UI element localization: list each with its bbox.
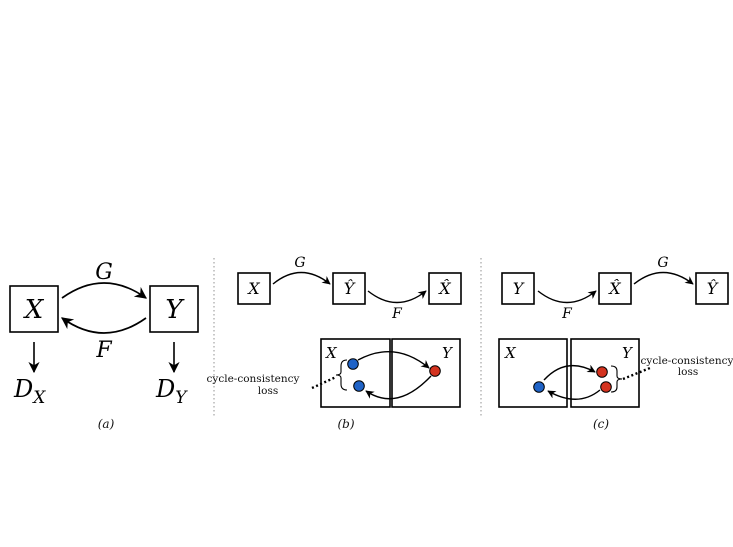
caption-a: (a) bbox=[98, 417, 115, 431]
y-domain-label-c: Y bbox=[622, 344, 634, 362]
blue-point-x bbox=[347, 358, 359, 370]
blue-point-xhat bbox=[353, 380, 365, 392]
caption-b: (b) bbox=[337, 417, 354, 431]
f-arrow-c bbox=[537, 290, 597, 304]
x-domain-label-b: X bbox=[325, 344, 338, 362]
loss-label-line1-b: cycle-consistency bbox=[207, 373, 300, 385]
f-arrow-b bbox=[367, 290, 427, 304]
red-point-yhat bbox=[429, 365, 441, 377]
g-label-c: G bbox=[657, 255, 668, 271]
dy-label: DY bbox=[155, 375, 188, 408]
backward-arrow-c bbox=[547, 389, 601, 400]
x-label-b: X bbox=[246, 279, 260, 298]
xhat-box-b bbox=[428, 272, 462, 305]
loss-pointer-c bbox=[622, 366, 651, 381]
x-domain-label-c: X bbox=[504, 344, 517, 362]
x-box bbox=[9, 285, 59, 333]
loss-label-line2-b: loss bbox=[258, 385, 278, 397]
loss-label-line1-c: cycle-consistency bbox=[641, 355, 733, 367]
f-arrow bbox=[61, 317, 147, 334]
yhat-box-c bbox=[695, 272, 729, 305]
y-box bbox=[149, 285, 199, 333]
xhat-label-c: X̂ bbox=[607, 279, 621, 298]
g-label-b: G bbox=[294, 255, 305, 271]
g-arrow-b bbox=[272, 271, 331, 285]
yhat-box-b bbox=[332, 272, 366, 305]
backward-arrow-b bbox=[365, 375, 432, 400]
y-domain-label-b: Y bbox=[442, 344, 454, 362]
xhat-label-b: X̂ bbox=[437, 279, 451, 298]
x-label: X bbox=[23, 295, 45, 325]
f-label: F bbox=[95, 338, 112, 363]
g-arrow bbox=[61, 282, 147, 299]
dx-label: DX bbox=[13, 375, 46, 408]
g-arrow-c bbox=[633, 271, 694, 285]
red-point-y bbox=[596, 366, 608, 378]
yhat-label-b: Ŷ bbox=[344, 278, 356, 298]
panel-a: X Y G F DX DY (a) bbox=[9, 260, 199, 431]
panel-c: Y X̂ Ŷ F G X Y cycle-consistency loss (c… bbox=[498, 255, 733, 431]
loss-label-line2-c: loss bbox=[678, 366, 698, 378]
y-label-c: Y bbox=[513, 279, 525, 298]
brace-b bbox=[335, 359, 348, 391]
caption-c: (c) bbox=[593, 417, 609, 431]
xhat-box-c bbox=[598, 272, 632, 305]
f-label-b: F bbox=[391, 306, 403, 322]
red-point-yhat-c bbox=[600, 381, 612, 393]
yhat-label-c: Ŷ bbox=[707, 278, 719, 298]
brace-c bbox=[610, 365, 623, 393]
y-label: Y bbox=[165, 295, 185, 325]
f-label-c: F bbox=[561, 306, 573, 322]
panel-b: X Ŷ X̂ G F X Y cycle-consistency loss (b… bbox=[207, 255, 462, 431]
forward-arrow-c bbox=[543, 364, 596, 381]
y-box-c bbox=[501, 272, 535, 305]
blue-point-xhat-c bbox=[533, 381, 545, 393]
g-label: G bbox=[95, 260, 113, 285]
x-box-b bbox=[237, 272, 271, 305]
forward-arrow-b bbox=[357, 350, 430, 369]
x-domain-box-b bbox=[320, 338, 391, 408]
